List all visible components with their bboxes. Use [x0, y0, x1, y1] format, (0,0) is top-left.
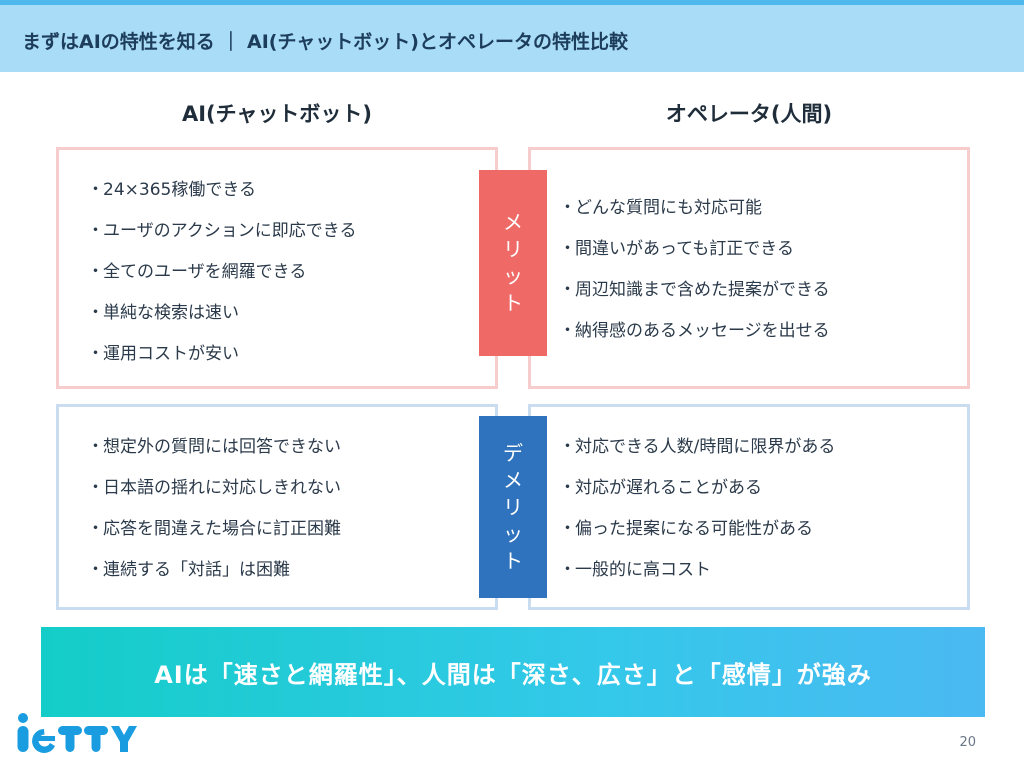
list-item: ・納得感のあるメッセージを出せる — [559, 321, 830, 341]
slide-title: まずはAIの特性を知る ｜ AI(チャットボット)とオペレータの特性比較 — [22, 31, 628, 53]
list-item: ・どんな質問にも対応可能 — [559, 198, 762, 218]
demerit-label: デ メ リ ッ ト — [479, 416, 547, 598]
summary-banner: AIは「速さと網羅性」、人間は「深さ、広さ」と「感情」が強み — [41, 627, 985, 717]
page-number: 20 — [959, 735, 976, 750]
merit-ai-box: ・24×365稼働できる ・ユーザのアクションに即応できる ・全てのユーザを網羅… — [56, 147, 498, 389]
list-item: ・連続する「対話」は困難 — [87, 560, 290, 580]
demerit-operator-list: ・対応できる人数/時間に限界がある ・対応が遅れることがある ・偏った提案になる… — [559, 427, 835, 591]
column-heading-ai: AI(チャットボット) — [181, 102, 373, 126]
merit-label: メ リ ッ ト — [479, 170, 547, 356]
list-item: ・単純な検索は速い — [87, 303, 239, 323]
list-item: ・対応できる人数/時間に限界がある — [559, 437, 836, 457]
list-item: ・偏った提案になる可能性がある — [559, 519, 813, 539]
list-item: ・間違いがあっても訂正できる — [559, 239, 794, 259]
demerit-operator-box: ・対応できる人数/時間に限界がある ・対応が遅れることがある ・偏った提案になる… — [528, 404, 970, 610]
column-heading-operator: オペレータ(人間) — [665, 102, 833, 126]
list-item: ・全てのユーザを網羅できる — [87, 262, 307, 282]
list-item: ・一般的に高コスト — [559, 560, 711, 580]
list-item: ・想定外の質問には回答できない — [87, 437, 341, 457]
list-item: ・応答を間違えた場合に訂正困難 — [87, 519, 341, 539]
summary-text: AIは「速さと網羅性」、人間は「深さ、広さ」と「感情」が強み — [154, 660, 872, 689]
list-item: ・日本語の揺れに対応しきれない — [87, 478, 341, 498]
ietty-logo — [17, 713, 137, 753]
list-item: ・ユーザのアクションに即応できる — [87, 221, 357, 241]
merit-operator-list: ・どんな質問にも対応可能 ・間違いがあっても訂正できる ・周辺知識まで含めた提案… — [559, 188, 830, 352]
list-item: ・周辺知識まで含めた提案ができる — [559, 280, 830, 300]
list-item: ・運用コストが安い — [87, 344, 239, 364]
merit-operator-box: ・どんな質問にも対応可能 ・間違いがあっても訂正できる ・周辺知識まで含めた提案… — [528, 147, 970, 389]
list-item: ・24×365稼働できる — [87, 180, 256, 200]
demerit-ai-list: ・想定外の質問には回答できない ・日本語の揺れに対応しきれない ・応答を間違えた… — [87, 427, 341, 591]
demerit-ai-box: ・想定外の質問には回答できない ・日本語の揺れに対応しきれない ・応答を間違えた… — [56, 404, 498, 610]
list-item: ・対応が遅れることがある — [559, 478, 762, 498]
slide-header: まずはAIの特性を知る ｜ AI(チャットボット)とオペレータの特性比較 — [0, 0, 1024, 72]
merit-ai-list: ・24×365稼働できる ・ユーザのアクションに即応できる ・全てのユーザを網羅… — [87, 170, 356, 375]
